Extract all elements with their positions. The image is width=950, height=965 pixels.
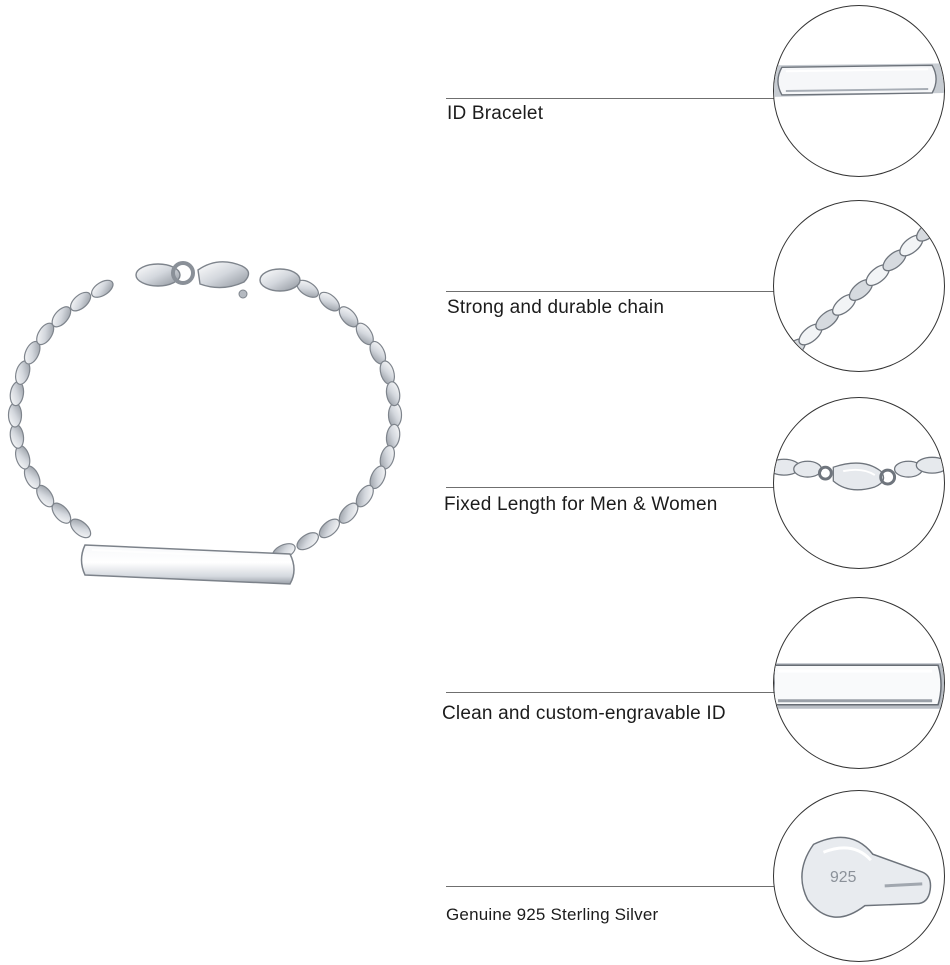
feature-label-fixed-length: Fixed Length for Men & Women (444, 494, 718, 515)
feature-label-sterling-silver: Genuine 925 Sterling Silver (446, 905, 659, 924)
silver-bracelet-icon (7, 261, 403, 585)
chain-link (69, 291, 92, 312)
connector-line (446, 291, 776, 292)
feature-label-id-bracelet: ID Bracelet (447, 103, 544, 124)
chain-link (916, 219, 941, 242)
connector-line (446, 886, 776, 887)
chain-link (387, 402, 403, 428)
chain-link (9, 381, 25, 407)
chain-link (91, 279, 114, 298)
engraving-plate-closeup-icon (773, 597, 945, 769)
chain-link (7, 402, 23, 428)
id-plate-closeup-icon (773, 5, 945, 177)
connector-line (446, 98, 776, 99)
lobster-clasp-closeup-icon (773, 397, 945, 569)
connector-line (446, 487, 776, 488)
silver-925-stamp-closeup-icon: 925 (773, 790, 945, 962)
chain-link (385, 423, 401, 449)
925-stamp-text: 925 (830, 869, 857, 886)
chain-link (9, 423, 25, 449)
feature-label-durable-chain: Strong and durable chain (447, 297, 665, 318)
connector-line (446, 692, 776, 693)
chain-link (51, 306, 72, 328)
curb-chain-closeup-icon (773, 200, 945, 372)
id-plate (80, 544, 295, 585)
chain-link (296, 532, 319, 551)
chain-link (318, 291, 341, 312)
lobster-clasp (135, 261, 301, 299)
chain-link (69, 518, 92, 539)
chain-link (318, 518, 341, 539)
chain-link (385, 381, 401, 407)
chain-link (338, 502, 359, 524)
bracelet-product-image (0, 250, 420, 595)
feature-label-engravable: Clean and custom-engravable ID (442, 703, 726, 724)
